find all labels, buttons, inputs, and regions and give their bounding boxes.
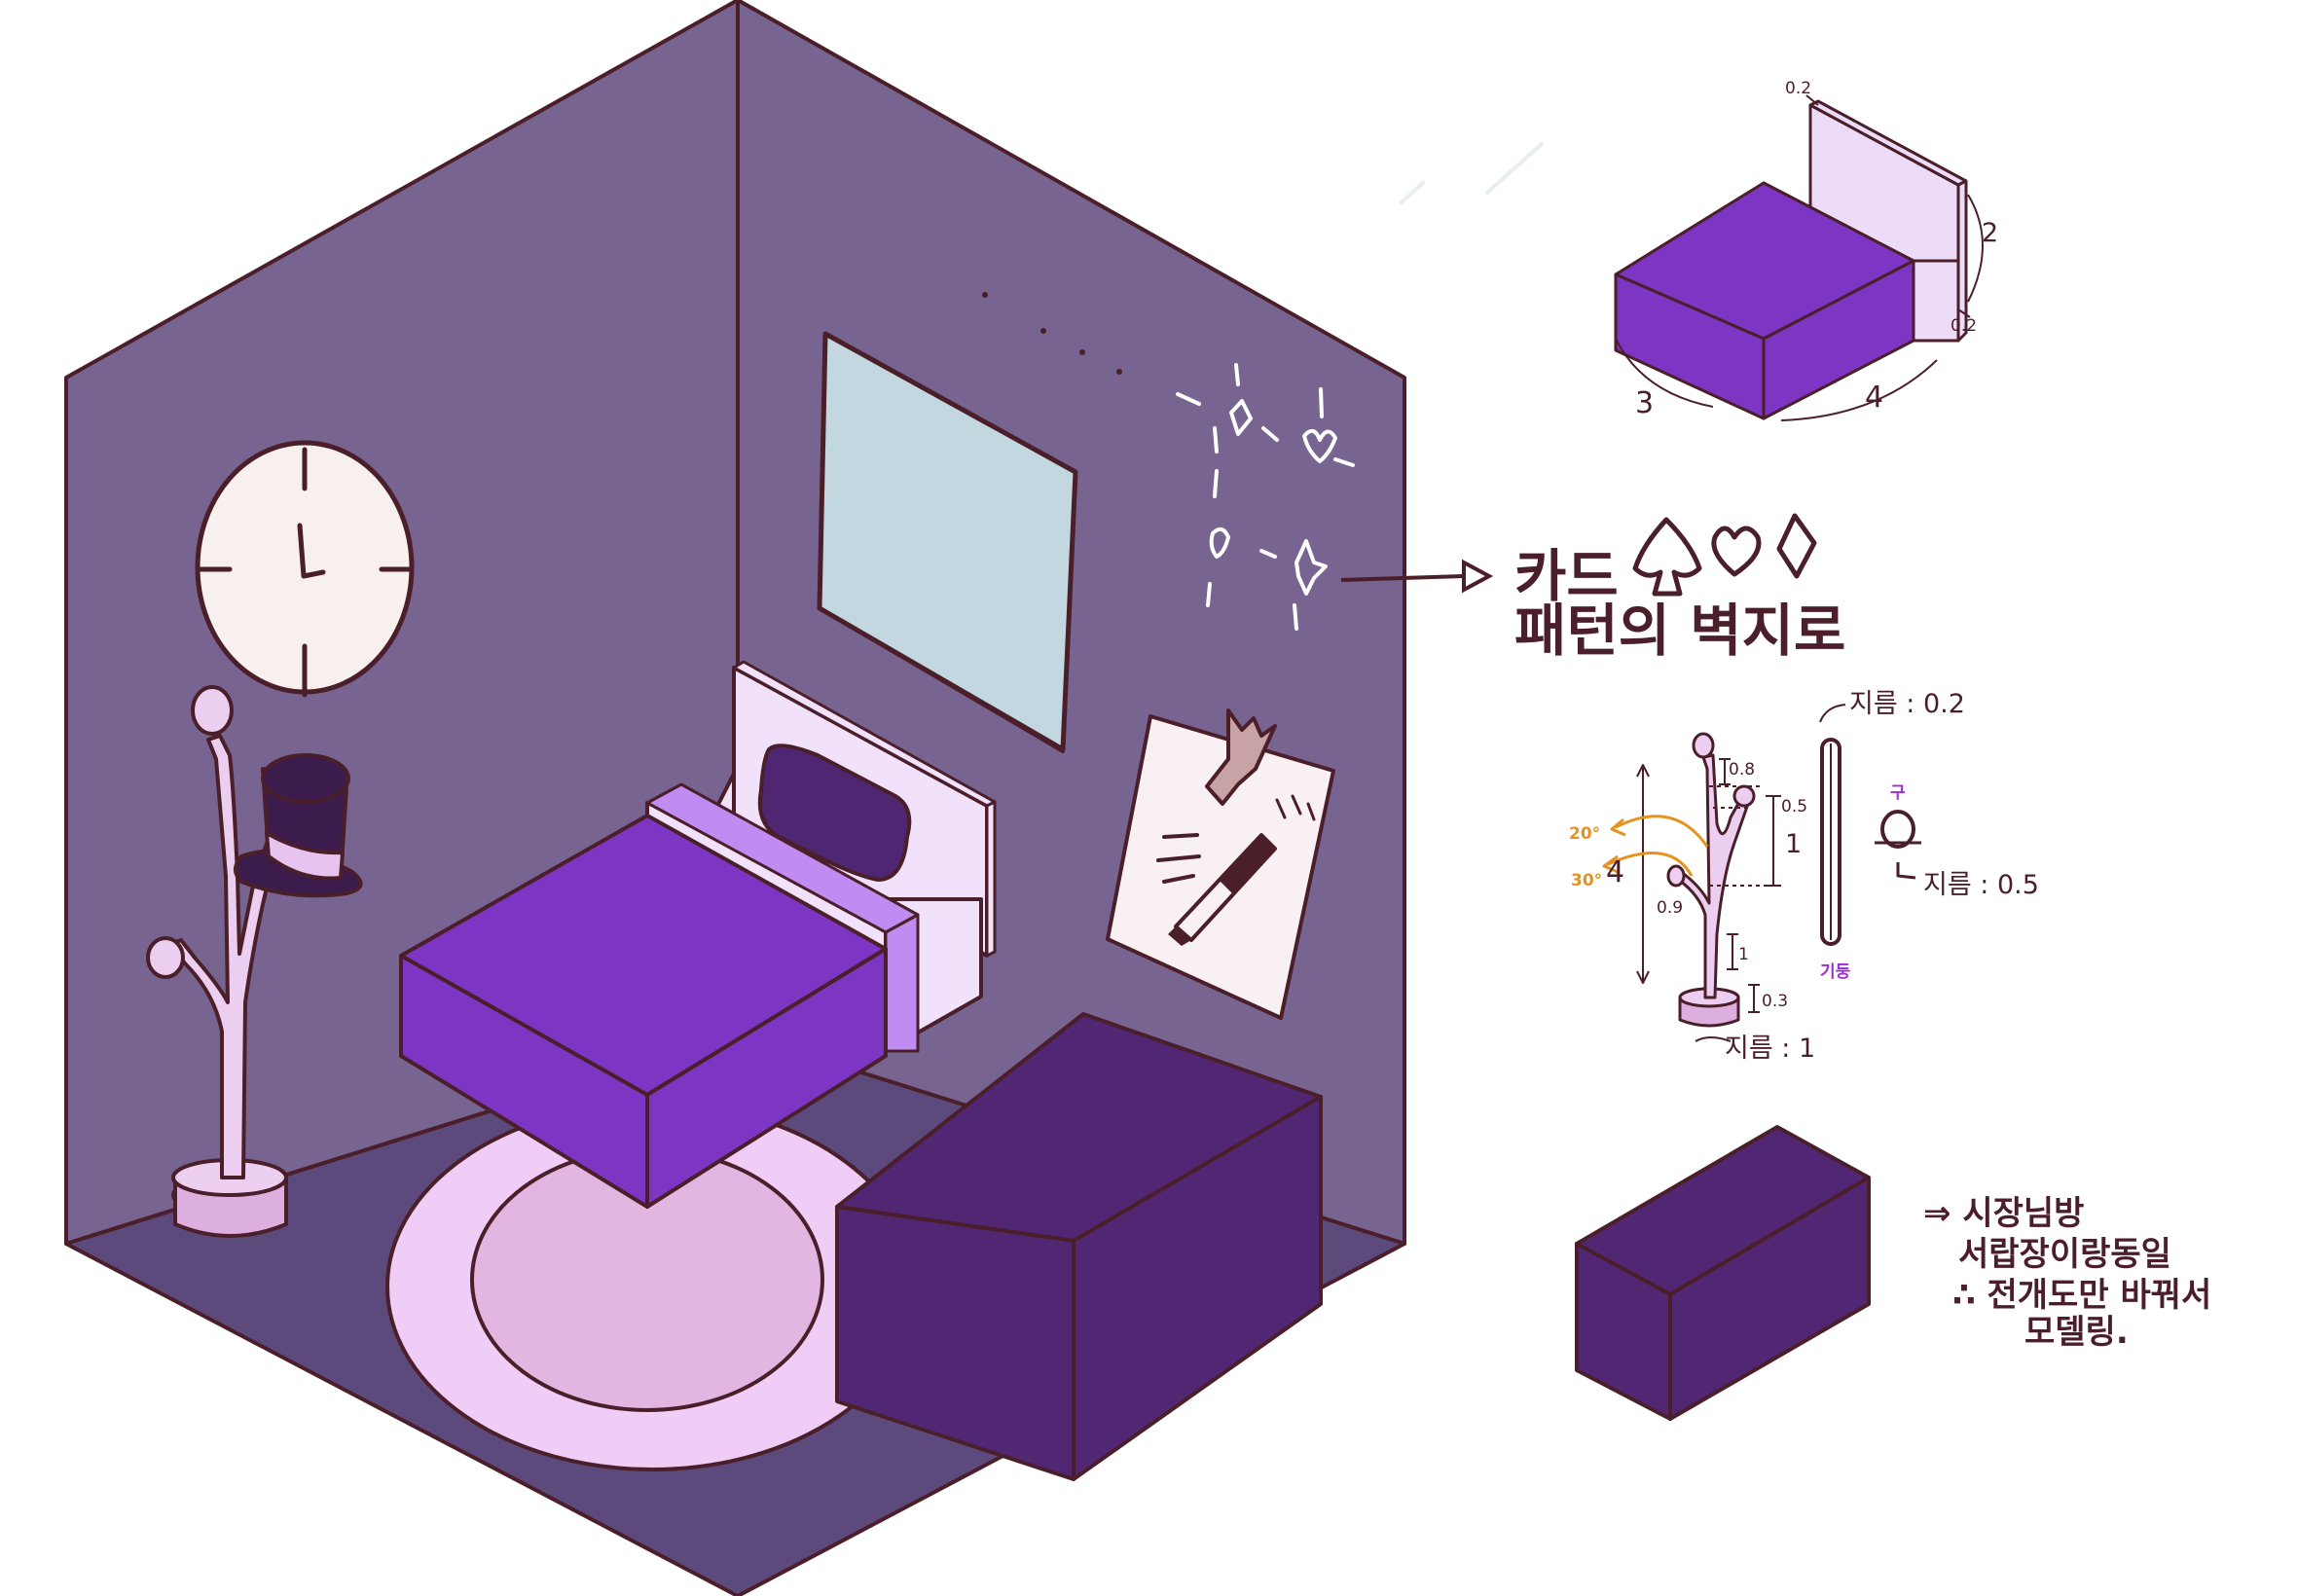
card-pattern-wallpaper (1176, 363, 1355, 631)
wallpaper-note-line1: 카드 (1514, 543, 1619, 609)
rug-icon (385, 1102, 919, 1471)
rack-height-dim: 4 (1606, 855, 1624, 889)
spade-icon (1632, 517, 1702, 597)
bed-length-label: 4 (1865, 381, 1883, 415)
coat-rack-icon (146, 685, 288, 1238)
chest-note-line4: 모델링. (2024, 1313, 2129, 1352)
rack-lower-dim: 1 (1738, 945, 1749, 964)
faint-marks (1400, 142, 1544, 204)
chest-note-line1: ⇒ 시장님방 (1923, 1194, 2084, 1233)
heart-icon (1711, 526, 1762, 577)
bed-top-thickness-label: 0.2 (1785, 79, 1811, 98)
wall-clock-icon (195, 440, 415, 698)
sphere-label: 구 (1890, 783, 1906, 803)
chest-note-line3: ∴ 전개도만 바꿔서 (1952, 1276, 2211, 1315)
coat-rack-dimension-sketch (1602, 704, 1921, 1042)
bed-base-thickness-label: 0.2 (1951, 316, 1977, 336)
bed-depth-label: 3 (1635, 386, 1654, 420)
wallpaper-arrow (1340, 559, 1494, 594)
pen-icon (1168, 833, 1277, 946)
rack-base-height-dim: 0.3 (1762, 992, 1788, 1011)
rack-angle-20-label: 20° (1569, 824, 1600, 844)
pillar-label: 기둥 (1820, 962, 1851, 982)
rack-lower-arm-dim: 0.9 (1657, 898, 1683, 918)
isometric-room (64, 0, 1406, 1596)
top-hat-icon (234, 753, 363, 898)
rack-branch-dim: 0.5 (1781, 797, 1807, 816)
wallpaper-note-line2: 패턴의 벽지로 (1514, 598, 1845, 664)
rack-base-diameter-dim: 지름 : 1 (1725, 1034, 1815, 1064)
pillow-icon (757, 744, 912, 882)
rack-top-knob-dim: 0.8 (1729, 760, 1755, 780)
diamond-icon (1776, 513, 1817, 579)
chest-icon (835, 1012, 1323, 1481)
chest-dimension-sketch (1575, 1125, 1871, 1421)
pillar-diameter-label: 지름 : 0.2 (1849, 689, 1965, 719)
wall-dots (982, 292, 1122, 375)
pinned-note-icon (1106, 708, 1335, 1020)
rack-angle-30-label: 30° (1571, 871, 1602, 890)
chest-note-line2: 서랍장이랑동일 (1958, 1235, 2171, 1274)
bed-icon (399, 660, 997, 1209)
rack-mid-dim: 1 (1785, 829, 1802, 859)
sphere-diameter-label: 지름 : 0.5 (1923, 870, 2039, 900)
bed-headboard-height-label: 2 (1982, 218, 1998, 248)
bed-dimension-sketch (1614, 94, 1984, 421)
